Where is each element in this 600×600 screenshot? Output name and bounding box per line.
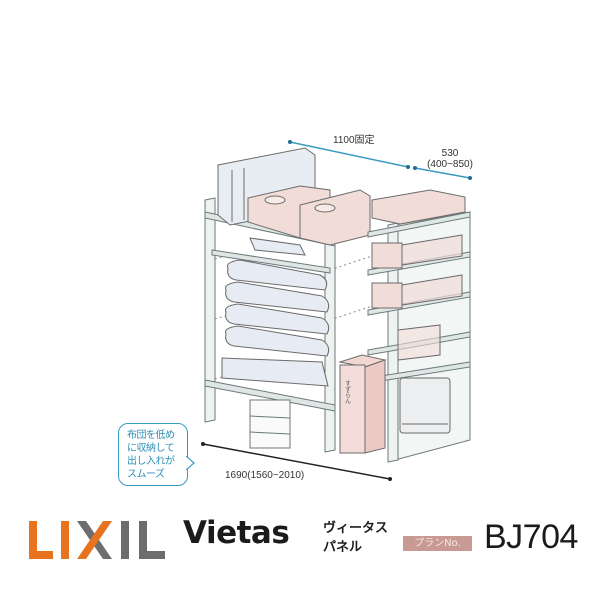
product-type-line: パネル — [323, 540, 363, 555]
callout-tail-icon — [186, 456, 195, 470]
callout-line: 出し入れが — [127, 456, 175, 467]
width-fixed-label: 1100固定 — [333, 135, 375, 146]
callout-line: スムーズ — [127, 469, 165, 480]
pink-box: すずらん — [338, 354, 387, 454]
right-shelf-unit — [367, 189, 471, 463]
footer-branding — [0, 505, 600, 575]
product-type-line: ヴィータス — [323, 521, 389, 536]
callout-line: に収納して — [127, 443, 175, 454]
fan-heater — [399, 377, 451, 434]
height-label: 1690(1560~2010) — [225, 470, 305, 481]
futon-stack — [221, 237, 330, 387]
product-type: ヴィータス パネル — [323, 519, 388, 557]
plan-number-badge: プランNo. — [403, 536, 472, 551]
depth-range: (400~850) — [427, 159, 473, 170]
plan-number: BJ704 — [484, 518, 578, 556]
callout-bubble: 布団を低め に収納して 出し入れが スムーズ — [118, 423, 188, 486]
callout-line: 布団を低め — [127, 430, 175, 441]
top-baskets — [247, 185, 371, 246]
shelf-illustration: すずらん — [201, 140, 472, 481]
height-dimension-line — [201, 442, 392, 481]
width-dimension-line — [288, 140, 472, 180]
depth-value: 530 — [441, 148, 459, 159]
svg-text:すずらん: すずらん — [344, 380, 351, 404]
depth-label: 530 (400~850) — [420, 148, 480, 170]
brand-name: Vietas — [183, 515, 290, 551]
lixil-logo-icon — [29, 521, 165, 559]
